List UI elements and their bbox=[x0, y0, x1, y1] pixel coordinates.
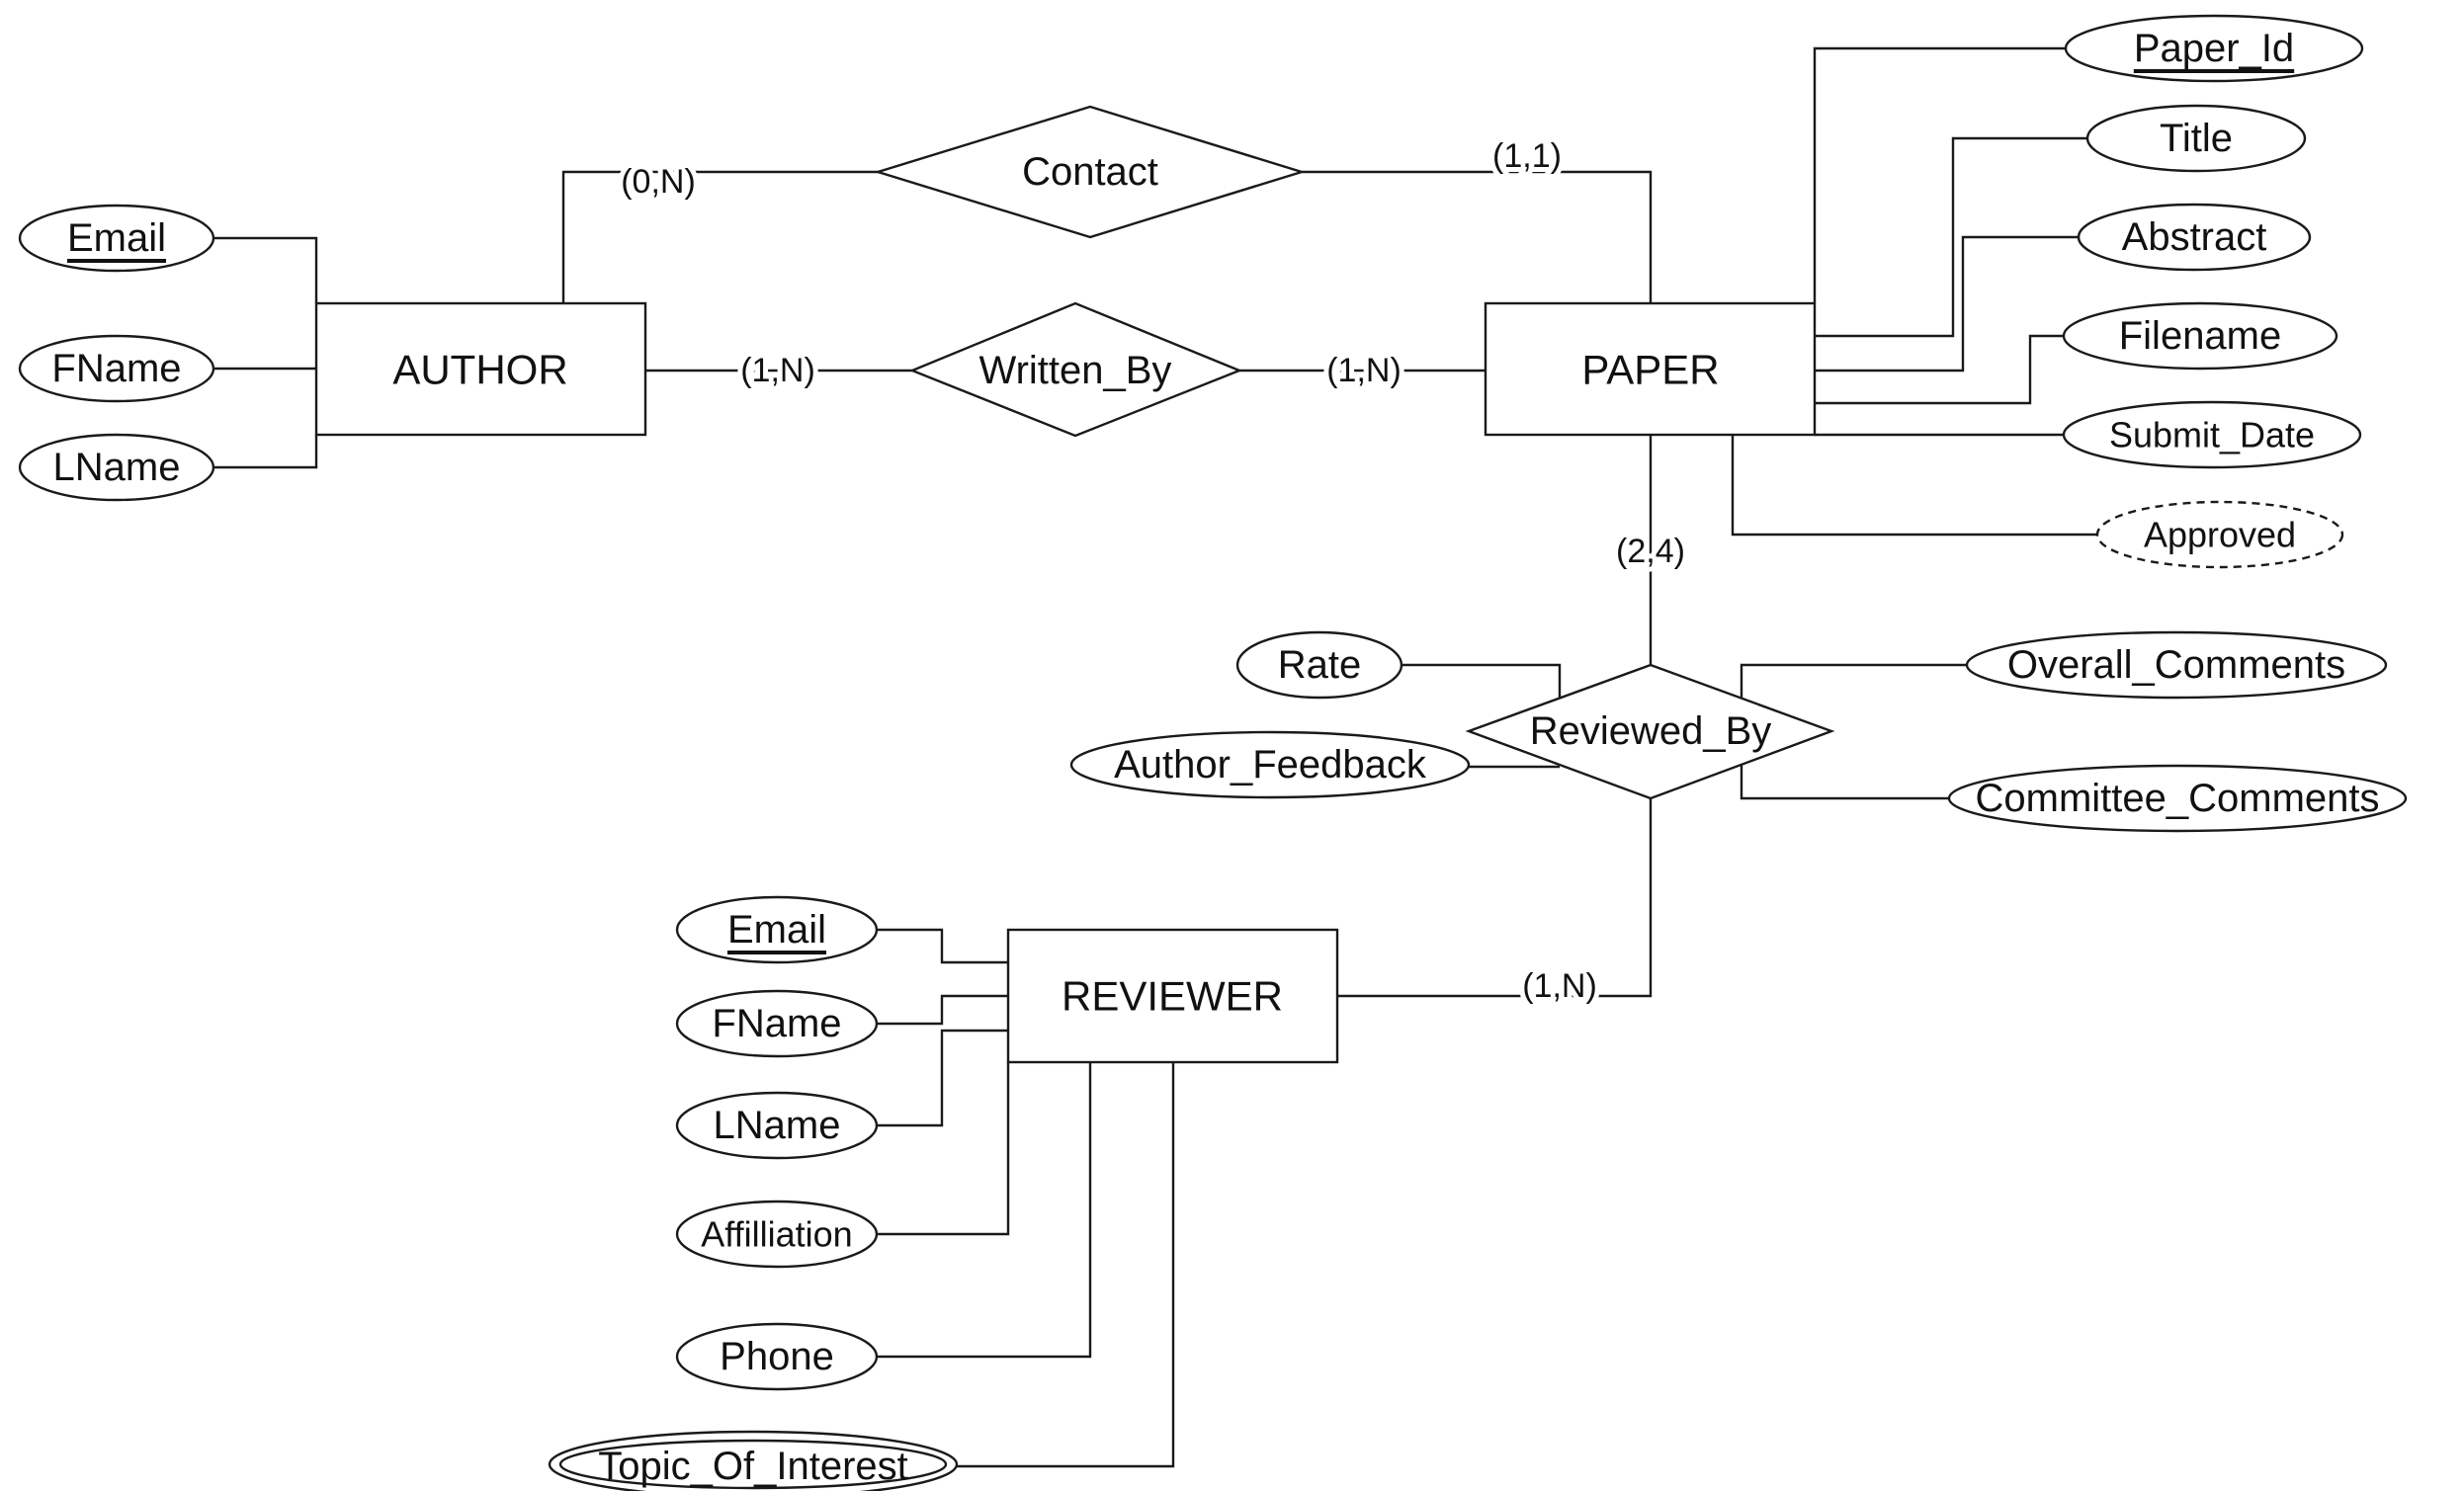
attribute-author-lname-label: LName bbox=[53, 446, 181, 489]
attribute-reviewed-by-rate-label: Rate bbox=[1278, 643, 1362, 687]
cardinality-written-by-paper: (1,N) bbox=[1326, 352, 1402, 389]
attribute-reviewer-phone-label: Phone bbox=[720, 1335, 834, 1378]
attribute-author-fname-label: FName bbox=[51, 347, 181, 390]
attribute-author-fname: FName bbox=[18, 334, 215, 403]
attribute-reviewer-phone: Phone bbox=[675, 1322, 879, 1391]
connector-reviewed-by-overall-comments bbox=[1740, 663, 1967, 700]
attribute-reviewer-affiliation: Affilliation bbox=[675, 1200, 879, 1269]
attribute-reviewer-lname: LName bbox=[675, 1091, 879, 1160]
relationship-written-by-label: Written_By bbox=[979, 349, 1172, 392]
connector-author-email bbox=[213, 236, 318, 303]
relationship-contact: Contact bbox=[873, 105, 1307, 239]
connector-author-lname bbox=[213, 435, 318, 469]
attribute-reviewer-email-label: Email bbox=[727, 908, 826, 952]
attribute-paper-submit-date-label: Submit_Date bbox=[2109, 415, 2315, 456]
cardinality-author-written-by: (1,N) bbox=[740, 352, 815, 389]
cardinality-author-contact: (0,N) bbox=[621, 163, 696, 201]
attribute-reviewed-by-author-feedback: Author_Feedback bbox=[1069, 730, 1471, 799]
attribute-reviewer-topic-of-interest: Topic_Of_Interest bbox=[548, 1430, 959, 1491]
cardinality-paper-reviewed-by: (2,4) bbox=[1616, 533, 1685, 570]
entity-paper: PAPER bbox=[1484, 301, 1817, 437]
attribute-reviewer-fname-label: FName bbox=[712, 1002, 841, 1045]
connectors bbox=[213, 46, 2097, 1468]
relationship-written-by: Written_By bbox=[908, 301, 1243, 438]
connector-paper-approved bbox=[1731, 435, 2097, 537]
attribute-reviewer-email: Email bbox=[675, 895, 879, 964]
attribute-paper-title: Title bbox=[2085, 104, 2307, 173]
entity-reviewer-label: REVIEWER bbox=[1062, 973, 1283, 1020]
connector-reviewer-affiliation bbox=[877, 1062, 1010, 1236]
connector-paper-filename bbox=[1815, 334, 2064, 405]
connector-reviewer-fname bbox=[877, 994, 1008, 1026]
attribute-paper-approved-label: Approved bbox=[2144, 515, 2296, 555]
connector-reviewed-by-reviewer bbox=[1337, 798, 1653, 998]
attribute-paper-abstract-label: Abstract bbox=[2122, 215, 2267, 259]
connector-reviewer-lname bbox=[877, 1029, 1008, 1127]
attribute-paper-filename-label: Filename bbox=[2119, 314, 2282, 358]
attribute-reviewed-by-rate: Rate bbox=[1235, 630, 1403, 700]
attribute-reviewer-topic-of-interest-label: Topic_Of_Interest bbox=[598, 1445, 908, 1488]
attribute-reviewed-by-committee-comments-label: Committee_Comments bbox=[1975, 777, 2379, 820]
attribute-reviewed-by-overall-comments-label: Overall_Comments bbox=[2007, 643, 2345, 687]
attribute-reviewer-fname: FName bbox=[675, 989, 879, 1058]
connector-author-contact bbox=[561, 170, 878, 303]
cardinality-contact-paper: (1,1) bbox=[1492, 137, 1562, 175]
attribute-reviewer-lname-label: LName bbox=[714, 1104, 841, 1147]
attribute-paper-filename: Filename bbox=[2062, 301, 2338, 371]
attribute-reviewed-by-committee-comments: Committee_Comments bbox=[1947, 764, 2408, 833]
connector-reviewed-by-committee-comments bbox=[1740, 764, 1949, 800]
connector-reviewer-topic bbox=[957, 1062, 1175, 1468]
attribute-paper-submit-date: Submit_Date bbox=[2062, 400, 2362, 469]
entity-author: AUTHOR bbox=[314, 301, 647, 437]
relationship-reviewed-by: Reviewed_By bbox=[1465, 663, 1835, 800]
attribute-reviewed-by-author-feedback-label: Author_Feedback bbox=[1114, 743, 1427, 787]
attribute-reviewer-affiliation-label: Affilliation bbox=[701, 1214, 852, 1255]
connector-reviewer-phone bbox=[877, 1062, 1092, 1359]
attribute-paper-paper-id: Paper_Id bbox=[2064, 14, 2364, 83]
attribute-paper-paper-id-label: Paper_Id bbox=[2134, 27, 2294, 70]
connector-paper-abstract bbox=[1815, 235, 2079, 373]
relationship-reviewed-by-label: Reviewed_By bbox=[1530, 709, 1772, 753]
connector-paper-paper-id bbox=[1813, 46, 2066, 303]
connector-paper-title bbox=[1815, 136, 2087, 338]
cardinality-reviewed-by-reviewer: (1,N) bbox=[1522, 967, 1597, 1005]
entity-reviewer: REVIEWER bbox=[1006, 928, 1339, 1064]
attribute-author-email: Email bbox=[18, 204, 215, 273]
attribute-author-lname: LName bbox=[18, 433, 215, 502]
connector-reviewer-email bbox=[877, 928, 1008, 964]
attribute-reviewed-by-overall-comments: Overall_Comments bbox=[1965, 630, 2388, 700]
connector-reviewed-by-rate bbox=[1402, 663, 1562, 706]
attribute-author-email-label: Email bbox=[67, 216, 166, 260]
entity-paper-label: PAPER bbox=[1581, 347, 1719, 393]
attribute-paper-abstract: Abstract bbox=[2077, 203, 2312, 272]
cardinalities: (0,N) (1,1) (1,N) (1,N) (2,4) (1,N) bbox=[616, 132, 1690, 1010]
entity-author-label: AUTHOR bbox=[392, 347, 567, 393]
relationship-contact-label: Contact bbox=[1022, 150, 1158, 194]
connector-contact-paper bbox=[1302, 170, 1653, 303]
attribute-paper-approved: Approved bbox=[2095, 500, 2344, 569]
attribute-paper-title-label: Title bbox=[2160, 117, 2233, 160]
